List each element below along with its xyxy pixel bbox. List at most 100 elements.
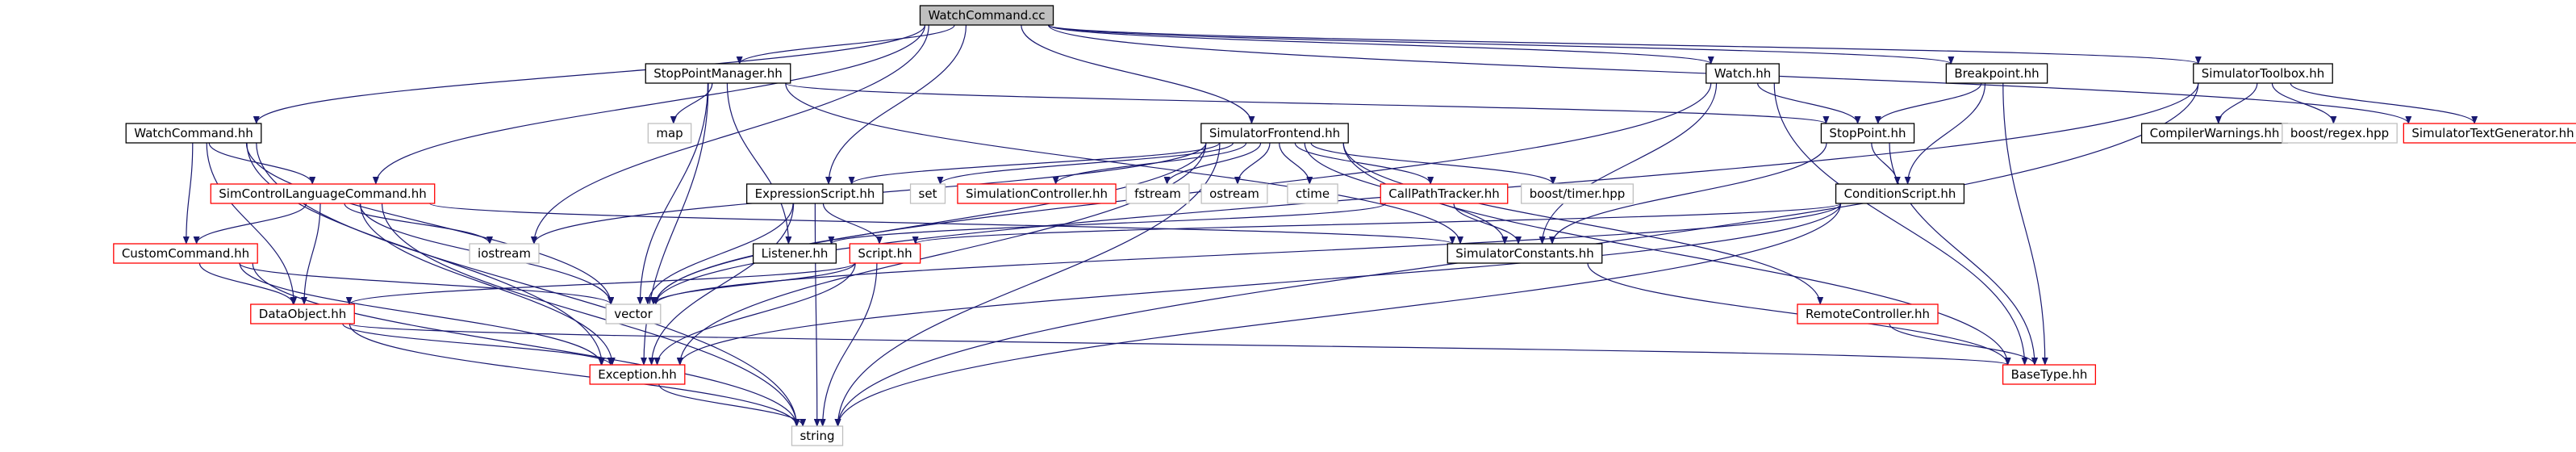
edge-customcommand-hh-to-vector xyxy=(239,262,615,305)
node-label: RemoteController.hh xyxy=(1806,307,1930,321)
edge-watchcommand-hh-to-customcommand-hh xyxy=(182,142,194,245)
node-label: SimulationController.hh xyxy=(966,186,1108,201)
node-exception-hh[interactable]: Exception.hh xyxy=(589,364,686,385)
node-stoppointmanager-hh[interactable]: StopPointManager.hh xyxy=(645,63,791,84)
node-script-hh[interactable]: Script.hh xyxy=(849,243,921,264)
node-label: Script.hh xyxy=(858,246,912,261)
node-label: boost/regex.hpp xyxy=(2290,126,2389,140)
node-listener-hh[interactable]: Listener.hh xyxy=(752,243,837,264)
node-basetype-hh[interactable]: BaseType.hh xyxy=(2002,364,2097,385)
node-simulatortoolbox-hh[interactable]: SimulatorToolbox.hh xyxy=(2193,63,2333,84)
edge-remotecontroller-hh-to-basetype-hh xyxy=(1889,323,2038,366)
edge-simulatorfrontend-hh-to-ctime xyxy=(1279,142,1313,185)
edge-script-hh-to-string xyxy=(819,262,878,427)
edge-stoppointmanager-hh-to-simulatorconstants-hh xyxy=(785,82,1463,245)
node-watchcommand-hh[interactable]: WatchCommand.hh xyxy=(125,123,262,144)
node-box xyxy=(919,5,1054,26)
node-dataobject-hh[interactable]: DataObject.hh xyxy=(250,303,355,324)
node-box xyxy=(1380,183,1509,204)
node-simulatorfrontend-hh[interactable]: SimulatorFrontend.hh xyxy=(1200,123,1349,144)
edge-watchcommand-cc-to-iostream xyxy=(530,24,929,245)
edge-watchcommand-cc-to-expressionscript-hh xyxy=(825,24,967,185)
node-box xyxy=(849,243,921,264)
node-box xyxy=(469,243,540,264)
node-expressionscript-hh[interactable]: ExpressionScript.hh xyxy=(745,183,884,204)
node-box xyxy=(645,63,791,84)
edge-simulatorfrontend-hh-to-exception-hh xyxy=(676,142,1207,366)
edge-watchcommand-cc-to-watchcommand-hh xyxy=(253,24,926,124)
edge-customcommand-hh-to-dataobject-hh xyxy=(198,262,297,305)
node-box xyxy=(1200,123,1349,144)
node-watchcommand-cc[interactable]: WatchCommand.cc xyxy=(919,5,1054,26)
edge-watch-hh-to-basetype-hh xyxy=(1773,82,2028,366)
node-box xyxy=(745,183,884,204)
edge-stoppointmanager-hh-to-vector xyxy=(637,82,708,305)
node-box xyxy=(2140,123,2289,144)
node-label: set xyxy=(919,186,937,201)
edge-script-hh-to-exception-hh xyxy=(653,262,856,366)
node-compilerwarnings-hh[interactable]: CompilerWarnings.hh xyxy=(2140,123,2289,144)
node-label: SimControlLanguageCommand.hh xyxy=(219,186,426,201)
edge-breakpoint-hh-to-conditionscript-hh xyxy=(1904,82,1986,185)
edge-simulatorfrontend-hh-to-expressionscript-hh xyxy=(848,142,1221,185)
node-label: iostream xyxy=(478,246,531,261)
node-box xyxy=(2282,123,2398,144)
edge-watch-hh-to-simulatorconstants-hh xyxy=(1539,82,1718,245)
edge-watchcommand-cc-to-breakpoint-hh xyxy=(1047,24,1954,65)
edge-watchcommand-cc-to-simcontrollanguagecommand-hh xyxy=(372,24,926,185)
node-stoppoint-hh[interactable]: StopPoint.hh xyxy=(1820,123,1915,144)
node-box xyxy=(250,303,355,324)
node-label: Watch.hh xyxy=(1714,66,1771,81)
node-boost-timer-hpp: boost/timer.hpp xyxy=(1521,183,1634,204)
node-conditionscript-hh[interactable]: ConditionScript.hh xyxy=(1835,183,1965,204)
node-box xyxy=(605,303,662,324)
node-simulatorconstants-hh[interactable]: SimulatorConstants.hh xyxy=(1447,243,1603,264)
node-watch-hh[interactable]: Watch.hh xyxy=(1706,63,1780,84)
node-breakpoint-hh[interactable]: Breakpoint.hh xyxy=(1945,63,2048,84)
edge-stoppoint-hh-to-simulatorconstants-hh xyxy=(1549,142,1827,245)
edge-dataobject-hh-to-basetype-hh xyxy=(349,323,2010,366)
node-set: set xyxy=(909,183,946,204)
node-box xyxy=(957,183,1117,204)
node-label: DataObject.hh xyxy=(259,307,346,321)
edge-conditionscript-hh-to-vector xyxy=(653,203,1842,305)
node-simcontrollanguagecommand-hh[interactable]: SimControlLanguageCommand.hh xyxy=(210,183,436,204)
edge-simcontrollanguagecommand-hh-to-string xyxy=(381,203,800,427)
edge-watchcommand-cc-to-stoppointmanager-hh xyxy=(736,24,955,65)
edge-exception-hh-to-string xyxy=(658,383,807,427)
node-box xyxy=(2002,364,2097,385)
node-box xyxy=(752,243,837,264)
edge-customcommand-hh-to-exception-hh xyxy=(239,262,605,366)
node-label: ExpressionScript.hh xyxy=(755,186,875,201)
edge-watch-hh-to-stoppoint-hh xyxy=(1757,82,1861,124)
edge-watchcommand-hh-to-vector xyxy=(245,142,615,305)
node-label: string xyxy=(800,429,834,443)
edge-watchcommand-cc-to-watch-hh xyxy=(1047,24,1714,65)
node-label: ostream xyxy=(1209,186,1259,201)
edge-simcontrollanguagecommand-hh-to-iostream xyxy=(344,203,493,245)
edge-simulatorfrontend-hh-to-set xyxy=(937,142,1234,185)
node-customcommand-hh[interactable]: CustomCommand.hh xyxy=(113,243,258,264)
edge-simulatorfrontend-hh-to-basetype-hh xyxy=(1342,142,2011,366)
node-box xyxy=(1945,63,2048,84)
node-box xyxy=(125,123,262,144)
edge-simcontrollanguagecommand-hh-to-exception-hh xyxy=(360,203,616,366)
node-box xyxy=(1706,63,1780,84)
edge-breakpoint-hh-to-stoppoint-hh xyxy=(1874,82,1982,124)
node-box xyxy=(589,364,686,385)
node-simulatortextgenerator-hh[interactable]: SimulatorTextGenerator.hh xyxy=(2403,123,2576,144)
node-label: Listener.hh xyxy=(762,246,829,261)
node-box xyxy=(647,123,692,144)
node-label: WatchCommand.cc xyxy=(928,8,1045,23)
node-boost-regex-hpp: boost/regex.hpp xyxy=(2282,123,2398,144)
node-label: StopPointManager.hh xyxy=(653,66,783,81)
node-simulationcontroller-hh[interactable]: SimulationController.hh xyxy=(957,183,1117,204)
node-remotecontroller-hh[interactable]: RemoteController.hh xyxy=(1797,303,1939,324)
edge-watchcommand-cc-to-simulatortoolbox-hh xyxy=(1047,24,2202,65)
edge-script-hh-to-dataobject-hh xyxy=(346,262,855,305)
node-label: ctime xyxy=(1296,186,1330,201)
edge-simulatorfrontend-hh-to-fstream xyxy=(1163,142,1262,185)
node-label: SimulatorConstants.hh xyxy=(1455,246,1593,261)
node-callpathtracker-hh[interactable]: CallPathTracker.hh xyxy=(1380,183,1509,204)
